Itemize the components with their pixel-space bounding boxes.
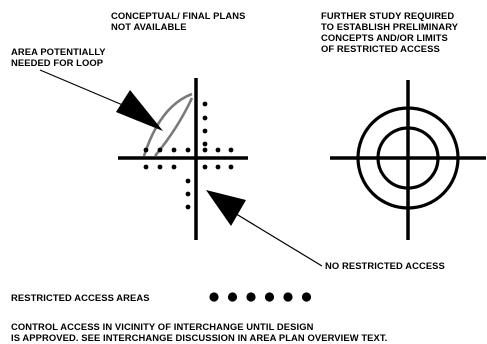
restricted-access-dot [143,147,149,153]
restricted-access-dot [143,164,149,170]
restricted-access-dot [202,115,208,121]
legend-dot [264,292,275,302]
arrow-head-icon [206,190,246,226]
conceptual-label-line: NOT AVAILABLE [111,21,187,32]
restricted-access-dot [202,101,208,107]
restricted-access-dot [228,147,234,153]
restricted-access-dots [143,101,234,210]
arrow-line [39,69,126,107]
restricted-interchange-symbol [118,78,248,240]
legend-dot [301,292,312,302]
loop-area-label-line: AREA POTENTIALLY [11,46,106,57]
further-study-label-line: FURTHER STUDY REQUIRED [321,10,455,21]
restricted-access-dot [171,164,177,170]
conceptual-label-line: CONCEPTUAL/ FINAL PLANS [111,10,246,21]
restricted-access-dot [185,178,191,184]
further-study-label-line: OF RESTRICTED ACCESS [321,43,440,54]
restricted-access-dot [157,164,163,170]
loop-area-arrow [39,69,163,131]
restricted-access-dot [157,147,163,153]
legend-dot [246,292,256,302]
arrow-line [227,208,323,267]
control-access-note-line: IS APPROVED. SEE INTERCHANGE DISCUSSION … [11,332,388,343]
further-study-symbol [330,80,486,240]
loop-area-label-line: NEEDED FOR LOOP [11,57,104,68]
restricted-access-dot [202,147,208,153]
restricted-access-dot [215,147,221,153]
restricted-access-dot [202,164,208,170]
legend-dot [227,292,238,302]
restricted-access-dot [202,128,208,134]
loop-arc-outer [142,92,193,157]
restricted-access-dot [185,191,191,197]
no-restricted-access-label: NO RESTRICTED ACCESS [325,260,445,271]
restricted-access-dot [171,147,177,153]
arrow-head-icon [116,90,163,131]
restricted-access-legend-dots [209,292,312,302]
restricted-access-dot [202,141,208,147]
legend-dot [283,292,293,302]
restricted-access-dot [228,164,234,170]
legend-dot [209,292,219,302]
restricted-access-areas-label: RESTRICTED ACCESS AREAS [11,292,150,303]
control-access-note-line: CONTROL ACCESS IN VICINITY OF INTERCHANG… [11,321,314,332]
further-study-label: FURTHER STUDY REQUIRED TO ESTABLISH PREL… [321,10,458,54]
control-access-note: CONTROL ACCESS IN VICINITY OF INTERCHANG… [11,321,387,343]
further-study-label-line: CONCEPTS AND/OR LIMITS [321,32,448,43]
restricted-access-dot [185,204,191,210]
loop-area-label: AREA POTENTIALLY NEEDED FOR LOOP [11,46,106,68]
restricted-access-dot [215,164,221,170]
further-study-label-line: TO ESTABLISH PRELIMINARY [321,21,459,32]
conceptual-label: CONCEPTUAL/ FINAL PLANS NOT AVAILABLE [111,10,245,32]
restricted-access-dot [185,147,191,153]
no-restricted-arrow [206,190,323,267]
